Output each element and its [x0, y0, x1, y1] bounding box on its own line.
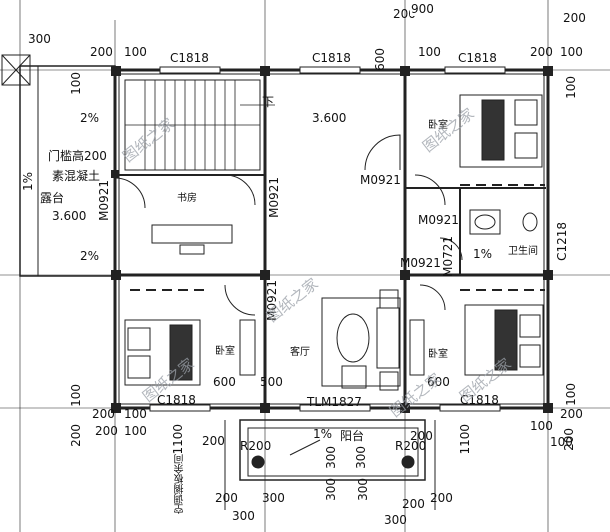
- tlm-label: TLM1827: [307, 395, 362, 409]
- slope-1-balcony: 1%: [313, 427, 333, 441]
- door-m0921-1: M0921: [360, 173, 401, 187]
- dim-100-a: 100: [124, 45, 147, 59]
- window-c1818-1: C1818: [170, 51, 209, 65]
- dim-side-200-c: 200: [69, 424, 83, 447]
- concrete-note: 素混凝土: [52, 169, 101, 183]
- dim-side-200-a: 200: [92, 407, 115, 421]
- railing-r200-left: R200: [240, 439, 272, 453]
- dim-side-200-f: 200: [95, 424, 118, 438]
- dim-bottom-200-b: 200: [430, 491, 453, 505]
- slope-1-terrace: 1%: [21, 172, 35, 192]
- dim-side-100-d: 100: [564, 383, 578, 406]
- dim-side-100-h: 100: [550, 435, 573, 449]
- stair-down-label: 下: [262, 95, 275, 109]
- dim-side-100-c: 100: [69, 384, 83, 407]
- bedroom-label-left: 卧室: [215, 346, 235, 357]
- dim-side-1100-a: 1100: [171, 424, 185, 455]
- terrace-level: 3.600: [52, 209, 87, 223]
- door-m0921-5: M0921: [400, 256, 441, 270]
- bedroom-label-bottom-right: 卧室: [428, 349, 448, 360]
- dim-side-200-e: 200: [202, 434, 225, 448]
- dim-100-b: 100: [418, 45, 441, 59]
- dim-side-300-d: 300: [356, 478, 370, 501]
- dim-bottom-300-b: 300: [384, 513, 407, 527]
- window-c1818-3: C1818: [458, 51, 497, 65]
- dim-side-300-a: 300: [324, 446, 338, 469]
- terrace-label: 露台: [40, 191, 65, 205]
- dim-600-right: 600: [427, 375, 450, 389]
- dim-500: 500: [260, 375, 283, 389]
- ac-shelf-note: 空调搁板余间: [175, 454, 186, 514]
- dim-side-100-b: 100: [564, 76, 578, 99]
- study-label: 书房: [177, 193, 197, 204]
- dim-200-a: 200: [90, 45, 113, 59]
- window-c1218: C1218: [555, 222, 569, 261]
- dim-200-c: 200: [563, 11, 586, 25]
- dim-bottom-300-c: 300: [232, 509, 255, 523]
- dim-600-top: 600: [373, 48, 387, 71]
- door-m0921-3: M0921: [97, 180, 111, 221]
- dim-200-d: 200: [530, 45, 553, 59]
- dim-side-300-b: 300: [354, 446, 368, 469]
- dim-side-100-a: 100: [69, 72, 83, 95]
- door-m0921-2: M0921: [267, 177, 281, 218]
- slope-2-bottom: 2%: [80, 249, 100, 263]
- bathroom-label: 卫生间: [508, 246, 538, 257]
- railing-r200-right: R200: [395, 439, 427, 453]
- dim-300-top: 300: [28, 32, 51, 46]
- dim-side-100-g: 100: [124, 424, 147, 438]
- window-c1818-5: C1818: [460, 393, 499, 407]
- dim-900: 900: [410, 2, 435, 16]
- dim-side-200-g: 200: [410, 429, 433, 443]
- sill-note: 门槛高200: [48, 149, 107, 163]
- slope-2-top: 2%: [80, 111, 100, 125]
- dim-side-1100-b: 1100: [458, 424, 472, 455]
- slope-1-bath: 1%: [473, 247, 493, 261]
- dim-side-200-b: 200: [560, 407, 583, 421]
- bedroom-label-top-right: 卧室: [428, 120, 448, 131]
- living-room-label: 客厅: [290, 347, 310, 358]
- window-c1818-2: C1818: [312, 51, 351, 65]
- dim-side-100-f: 100: [530, 419, 553, 433]
- dim-600-left: 600: [213, 375, 236, 389]
- door-m0921-4: M0921: [418, 213, 459, 227]
- dim-100-c: 100: [560, 45, 583, 59]
- balcony-label: 阳台: [340, 429, 365, 443]
- dim-side-300-c: 300: [324, 478, 338, 501]
- dim-bottom-200-c: 200: [402, 497, 425, 511]
- level-label: 3.600: [312, 111, 347, 125]
- dim-side-100-e: 100: [124, 407, 147, 421]
- dim-bottom-200-a: 200: [215, 491, 238, 505]
- dim-bottom-300-a: 300: [262, 491, 285, 505]
- door-m0721: M0721: [441, 236, 455, 277]
- window-c1818-4: C1818: [157, 393, 196, 407]
